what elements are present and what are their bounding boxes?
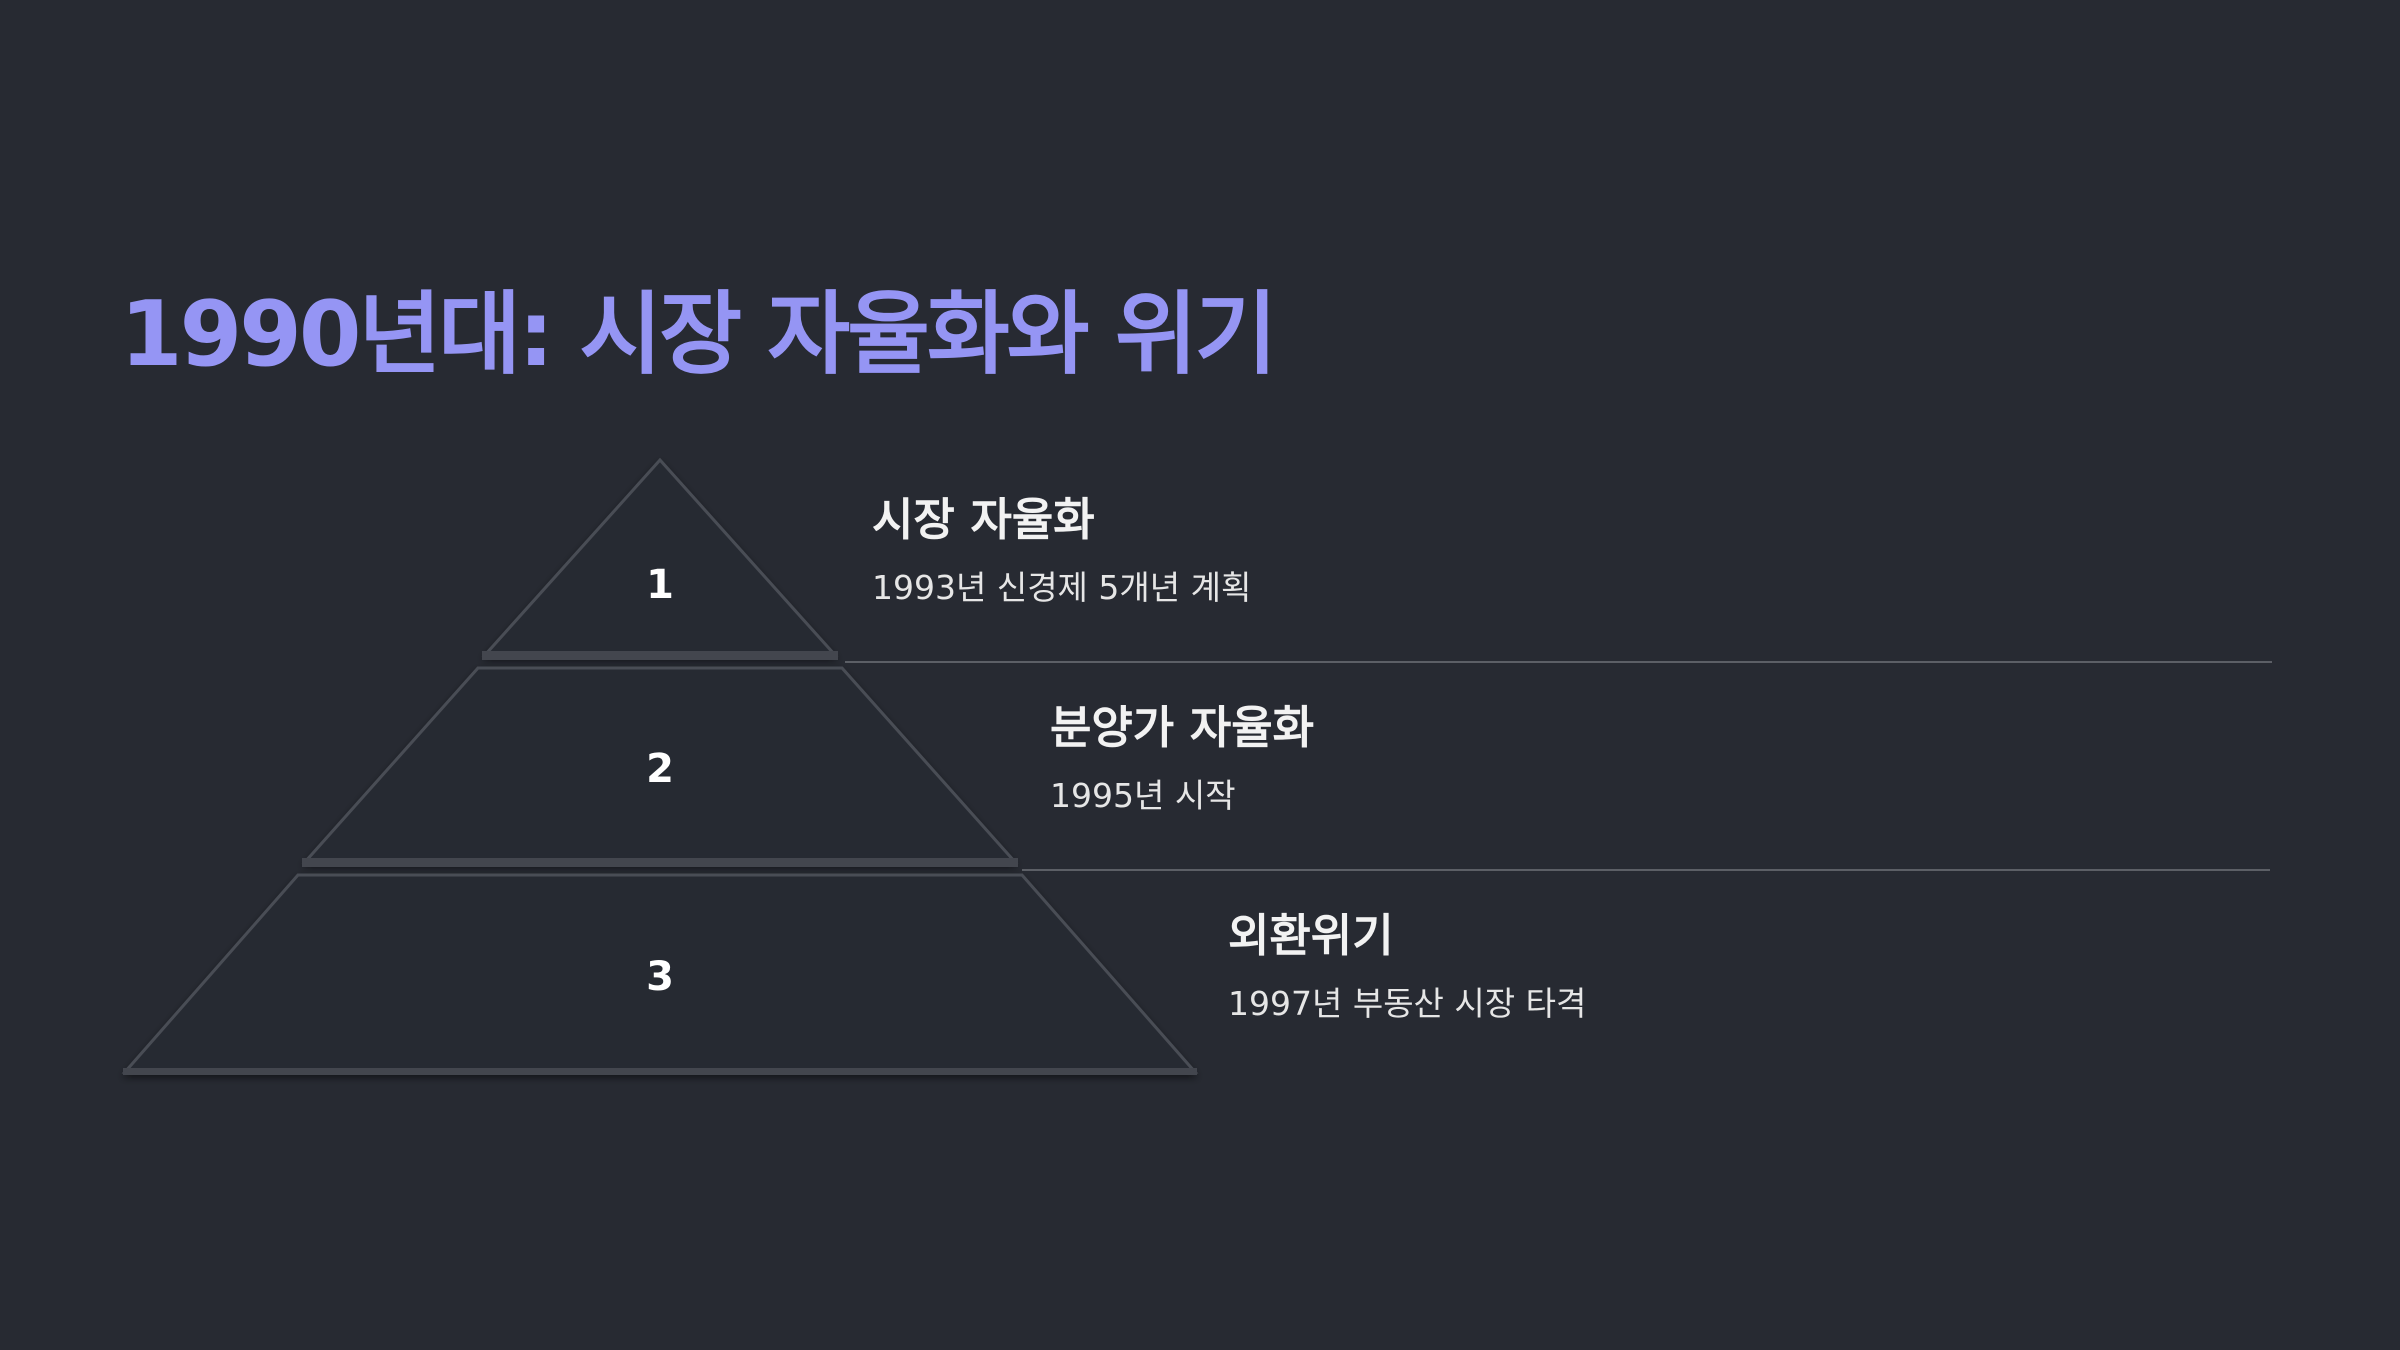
tier-2-base-bevel [302,858,1018,867]
tier-2-text-block: 분양가 자율화 1995년 시작 [1050,698,1314,818]
slide-title: 1990년대: 시장 자율화와 위기 [120,282,1277,387]
tier-3-base-bevel [123,1068,1197,1075]
tier-2-description: 1995년 시작 [1050,776,1236,815]
pyramid-tier-2-number: 2 [646,746,674,792]
pyramid-tier-1 [481,457,839,657]
pyramid-tier-1-number: 1 [646,562,674,608]
tier-1-text-block: 시장 자율화 1993년 신경제 5개년 계획 [872,490,1251,610]
pyramid-tier-3-number: 3 [646,954,674,1000]
tier-2-title: 분양가 자율화 [1050,701,1315,754]
tier-3-text-block: 외환위기 1997년 부동산 시장 타격 [1228,906,1586,1026]
tier-3-description: 1997년 부동산 시장 타격 [1228,984,1587,1023]
tier-1-base-bevel [482,651,838,660]
tier-1-description: 1993년 신경제 5개년 계획 [872,568,1252,607]
tier-3-title: 외환위기 [1228,909,1394,962]
tier-1-title: 시장 자율화 [872,493,1095,546]
